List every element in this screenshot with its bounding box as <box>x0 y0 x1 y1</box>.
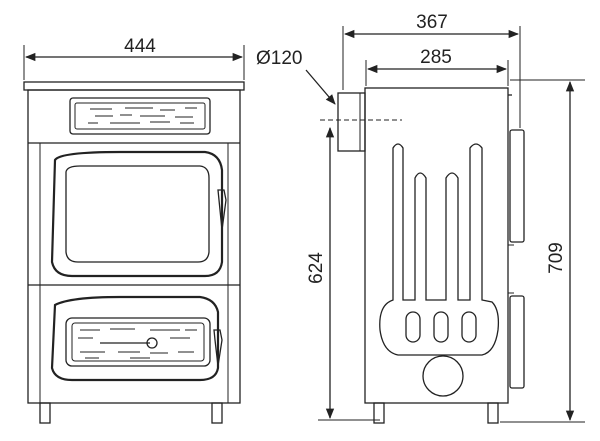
depth-total-dimension: 367 <box>342 12 521 128</box>
top-vent-panel <box>69 97 211 135</box>
flue-height-dimension: 624 <box>306 126 380 421</box>
depth-total-label: 367 <box>416 12 448 33</box>
front-body <box>27 89 241 404</box>
front-right-leg <box>211 402 223 424</box>
total-height-dimension: 709 <box>500 79 585 423</box>
width-dimension: 444 <box>23 36 245 80</box>
heat-exchanger-outline <box>379 143 500 356</box>
front-left-leg <box>39 402 51 424</box>
flue-diameter-dimension: Ø120 <box>256 48 336 105</box>
side-left-leg <box>373 402 385 424</box>
total-height-label: 709 <box>546 242 567 274</box>
ash-door-handle-icon <box>213 329 223 367</box>
ash-door <box>50 295 223 382</box>
depth-body-dimension: 285 <box>365 47 509 86</box>
air-slider-icon <box>100 337 158 349</box>
door-handle-icon <box>217 189 227 231</box>
side-view: 367 285 Ø120 624 709 <box>256 12 585 424</box>
fire-door <box>50 150 227 278</box>
side-fire-door-profile <box>509 129 525 243</box>
side-ash-door-profile <box>509 295 525 389</box>
flue-diameter-label: Ø120 <box>256 48 302 69</box>
air-inlet-circle <box>422 355 464 397</box>
front-view: 444 <box>23 36 245 424</box>
depth-body-label: 285 <box>420 47 452 68</box>
side-body <box>364 87 509 404</box>
flue-height-label: 624 <box>306 252 327 284</box>
side-right-leg <box>487 402 499 424</box>
flue-outlet <box>320 92 402 152</box>
front-width-label: 444 <box>124 36 156 57</box>
front-top-plate <box>23 81 245 91</box>
